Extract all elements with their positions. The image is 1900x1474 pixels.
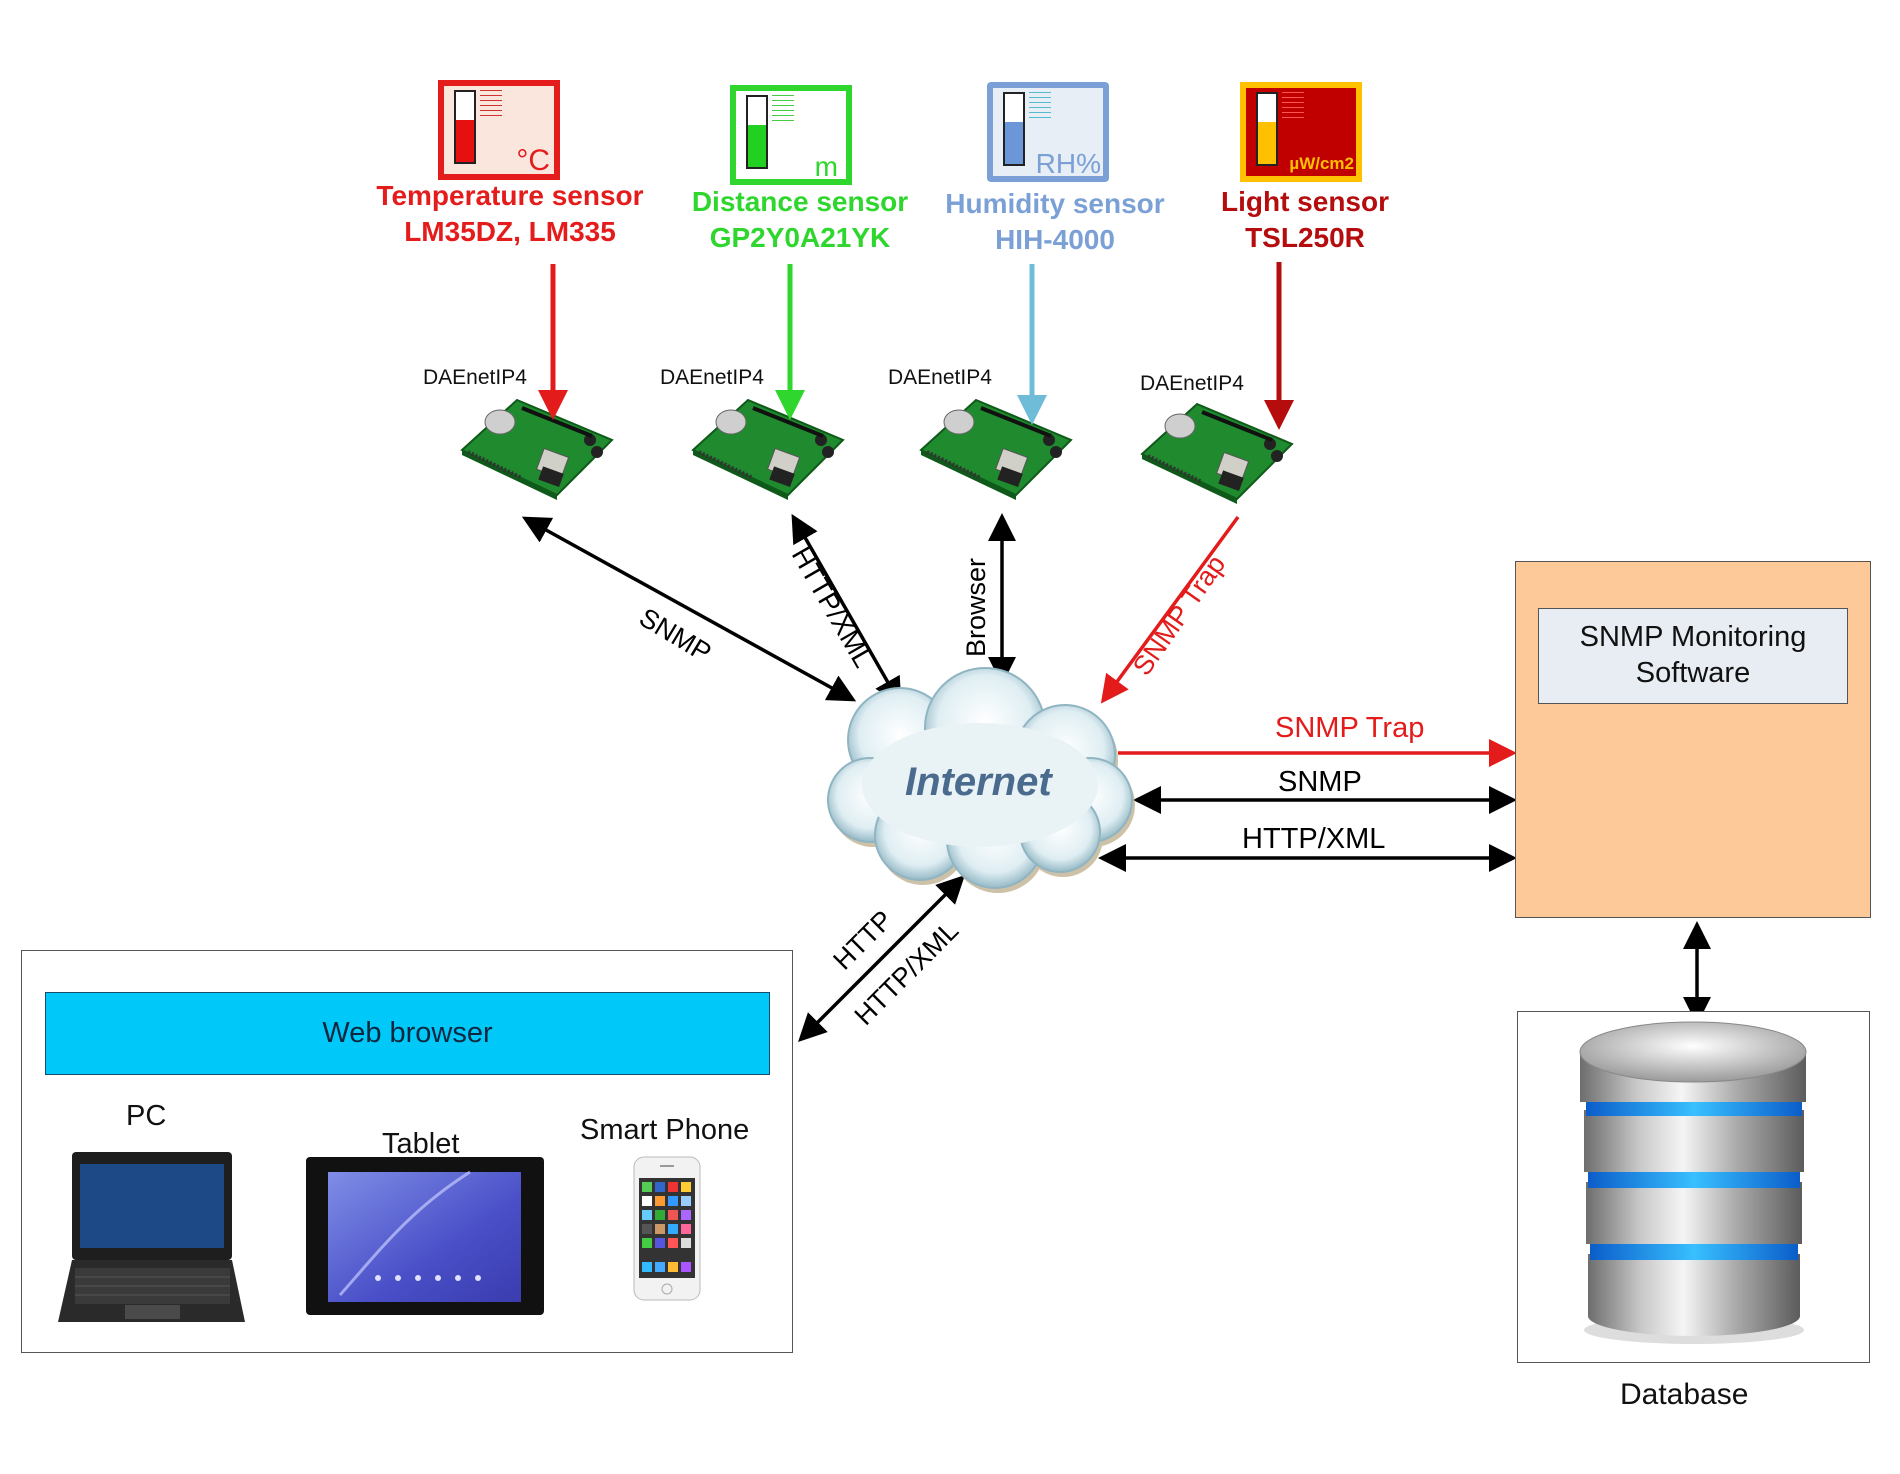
database-label: Database xyxy=(1620,1378,1749,1411)
board-label: DAEnetIP4 xyxy=(660,366,764,389)
web-browser-label: Web browser xyxy=(322,1017,493,1049)
unit-label: RH% xyxy=(1035,148,1101,179)
humidity-sensor-icon: RH% xyxy=(987,82,1109,182)
board-label: DAEnetIP4 xyxy=(423,366,527,389)
sensor-model: GP2Y0A21YK xyxy=(709,222,891,253)
http-xml-server-label: HTTP/XML xyxy=(1242,823,1386,855)
sensor-name: Temperature sensor xyxy=(376,180,644,211)
sensor-name: Light sensor xyxy=(1220,186,1389,217)
board-label: DAEnetIP4 xyxy=(888,366,992,389)
http-client-arrow xyxy=(798,875,965,1042)
unit-label: m xyxy=(814,151,838,182)
unit-label: °C xyxy=(516,144,550,177)
sensor-model: LM35DZ, LM335 xyxy=(404,216,616,247)
internet-label: Internet xyxy=(905,760,1052,804)
distance-sensor-title: Distance sensor GP2Y0A21YK xyxy=(650,184,950,256)
light-sensor-icon: µW/cm2 xyxy=(1240,82,1362,182)
unit-label: µW/cm2 xyxy=(1289,154,1354,173)
board-label: DAEnetIP4 xyxy=(1140,372,1244,395)
tablet-icon xyxy=(306,1157,544,1315)
temperature-sensor-title: Temperature sensor LM35DZ, LM335 xyxy=(360,178,660,250)
sensor-name: Humidity sensor xyxy=(945,188,1165,219)
snmp-server-label: SNMP xyxy=(1278,766,1362,798)
software-label-line2: Software xyxy=(1635,657,1751,689)
snmp-trap-server-label: SNMP Trap xyxy=(1275,712,1425,744)
sensor-model: HIH-4000 xyxy=(995,224,1115,255)
sensor-model: TSL250R xyxy=(1245,222,1365,253)
snmp-monitoring-server: SNMP Monitoring Software xyxy=(1515,561,1871,918)
software-label-line1: SNMP Monitoring xyxy=(1579,621,1807,653)
smartphone-label: Smart Phone xyxy=(580,1114,750,1146)
smartphone-icon xyxy=(633,1156,701,1301)
pc-label: PC xyxy=(126,1100,167,1132)
database-box xyxy=(1517,1011,1870,1363)
light-sensor-title: Light sensor TSL250R xyxy=(1155,184,1455,256)
sensor-name: Distance sensor xyxy=(691,186,909,217)
database-icon xyxy=(1579,1021,1807,1344)
humidity-sensor-title: Humidity sensor HIH-4000 xyxy=(905,186,1205,258)
distance-sensor-icon: m xyxy=(730,85,852,185)
snmp-monitoring-software-box[interactable]: SNMP Monitoring Software xyxy=(1538,608,1848,704)
tablet-label: Tablet xyxy=(382,1128,460,1160)
http-xml-board-arrow xyxy=(791,513,902,707)
web-browser-bar[interactable]: Web browser xyxy=(45,992,770,1075)
temperature-sensor-icon: °C xyxy=(438,80,560,180)
snmp-trap-board-arrow xyxy=(1100,515,1240,704)
laptop-icon xyxy=(58,1152,245,1322)
